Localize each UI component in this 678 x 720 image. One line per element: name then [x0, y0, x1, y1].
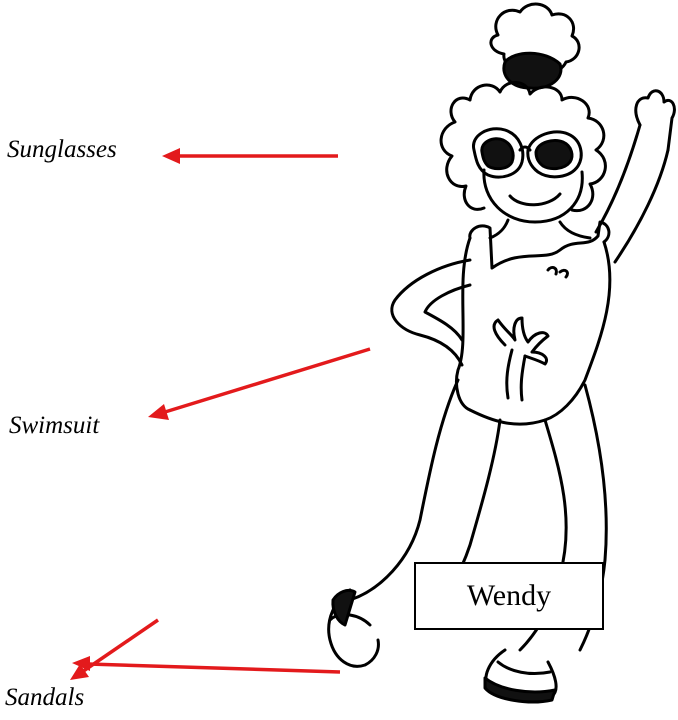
label-sandals: Sandals	[5, 684, 84, 712]
sandal-right	[485, 650, 556, 702]
sandal-left	[329, 590, 379, 666]
name-tag: Wendy	[414, 562, 604, 630]
arrow-sunglasses	[162, 148, 338, 164]
sunglasses-drawing	[473, 129, 581, 177]
palm-tree-print	[494, 318, 548, 400]
hair-bun	[491, 4, 579, 88]
arrow-swimsuit	[148, 349, 370, 420]
label-sunglasses: Sunglasses	[7, 136, 117, 164]
hip-arm	[392, 260, 470, 365]
name-tag-text: Wendy	[467, 579, 551, 613]
arrow-sandals-long	[72, 656, 340, 672]
label-swimsuit: Swimsuit	[9, 412, 99, 440]
arrow-sandals-short	[70, 620, 158, 680]
